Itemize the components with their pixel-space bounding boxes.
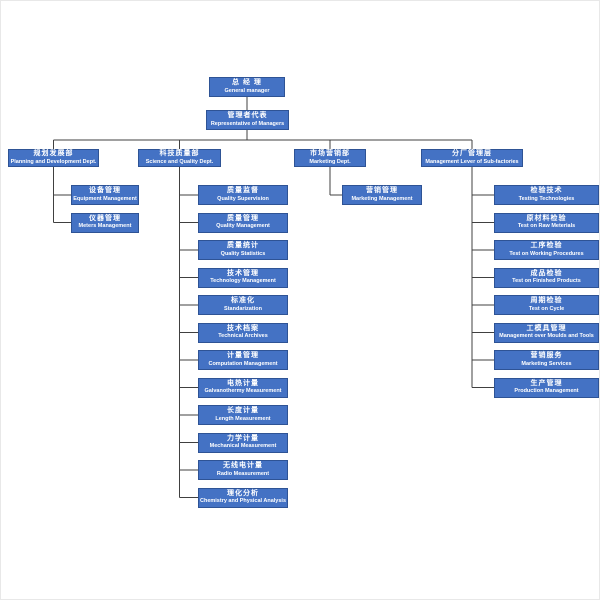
org-node-science-quality-child-4-label-zh: 标准化: [231, 297, 255, 305]
org-node-science-quality-child-6-label-zh: 计量管理: [227, 352, 259, 360]
org-node-dept-marketing-label-zh: 市场营销部: [310, 150, 350, 158]
org-node-sub-factories-child-1-label-en: Test on Raw Meterials: [517, 223, 576, 230]
org-node-dept-planning-label-en: Planning and Development Dept.: [10, 158, 97, 165]
org-node-sub-factories-child-7-label-zh: 生产管理: [530, 379, 563, 387]
org-node-science-quality-child-1-label-en: Quality Management: [216, 223, 270, 230]
org-node-science-quality-child-6-label-en: Computation Management: [208, 360, 278, 367]
org-node-science-quality-child-11-label-zh: 理化分析: [227, 489, 259, 497]
org-node-dept-planning-label-zh: 规划发展部: [33, 150, 74, 158]
org-node-science-quality-child-0-label-en: Quality Supervision: [217, 195, 269, 202]
org-node-planning-child-1-label-en: Meters Management: [78, 223, 132, 230]
org-node-sub-factories-child-4-label-en: Test on Cycle: [528, 305, 565, 312]
org-node-dept-sub-factories-label-zh: 分厂管理层: [452, 150, 492, 158]
org-node-sub-factories-child-1-label-zh: 原材料检验: [526, 214, 567, 222]
org-node-general-manager-label-en: General manager: [224, 87, 270, 94]
org-node-general-manager-label-zh: 总 经 理: [232, 79, 262, 87]
org-node-sub-factories-child-0-label-en: Testing Technologies: [518, 195, 575, 202]
org-node-science-quality-child-8-label-zh: 长度计量: [227, 407, 259, 415]
org-node-dept-sub-factories-label-en: Management Lever of Sub-factories: [425, 158, 519, 165]
org-node-sub-factories-child-5-label-zh: 工模具管理: [526, 324, 567, 332]
org-node-science-quality-child-9-label-zh: 力学计量: [227, 434, 259, 442]
org-node-science-quality-child-7-label-zh: 电热计量: [227, 379, 259, 387]
org-node-science-quality-child-3-label-zh: 技术管理: [227, 269, 259, 277]
org-node-sub-factories-child-6-label-zh: 营销服务: [530, 352, 563, 360]
org-node-marketing-child-0-label-zh: 营销管理: [366, 187, 398, 195]
org-node-science-quality-child-0-label-zh: 质量监督: [227, 187, 259, 195]
org-node-science-quality-child-3-label-en: Technology Management: [210, 278, 276, 285]
org-node-science-quality-child-1-label-zh: 质量管理: [227, 214, 259, 222]
org-node-science-quality-child-5-label-zh: 技术档案: [227, 324, 259, 332]
org-node-representative-label-en: Representative of Managers: [210, 120, 285, 127]
org-node-science-quality-child-4-label-en: Standarization: [224, 305, 262, 312]
org-node-sub-factories-child-7-label-en: Production Management: [514, 388, 579, 395]
org-node-planning-child-0-label-en: Equipment Management: [73, 195, 137, 202]
org-node-marketing-child-0-label-en: Marketing Management: [351, 195, 413, 202]
org-node-planning-child-1-label-zh: 仪器管理: [89, 214, 121, 222]
org-node-science-quality-child-2-label-en: Quality Statistics: [220, 250, 266, 257]
org-node-dept-science-quality-label-zh: 科技质量部: [159, 150, 200, 158]
org-node-sub-factories-child-5-label-en: Management over Moulds and Tools: [499, 333, 594, 340]
org-node-sub-factories-child-3-label-zh: 成品检验: [530, 269, 563, 277]
org-node-science-quality-child-10-label-zh: 无线电计量: [223, 462, 263, 470]
org-node-science-quality-child-11-label-en: Chemistry and Physical Analysis: [200, 498, 286, 505]
org-node-sub-factories-child-4-label-zh: 周期检验: [530, 297, 563, 305]
org-node-sub-factories-child-0-label-zh: 检验技术: [530, 187, 563, 195]
org-node-representative-label-zh: 管理者代表: [227, 112, 268, 120]
org-node-dept-science-quality-label-en: Science and Quality Dept.: [145, 158, 214, 165]
org-node-planning-child-0-label-zh: 设备管理: [89, 187, 121, 195]
org-node-science-quality-child-5-label-en: Technical Archives: [218, 333, 268, 340]
org-node-sub-factories-child-2-label-en: Test on Working Procedures: [509, 250, 584, 257]
org-node-sub-factories-child-6-label-en: Marketing Services: [521, 360, 572, 367]
org-node-science-quality-child-2-label-zh: 质量统计: [227, 242, 259, 250]
org-node-science-quality-child-8-label-en: Length Measurement: [215, 415, 271, 422]
org-node-sub-factories-child-2-label-zh: 工序检验: [530, 242, 563, 250]
org-node-science-quality-child-7-label-en: Galvanothermy Measurement: [204, 388, 282, 395]
org-node-dept-marketing-label-en: Marketing Dept.: [309, 158, 351, 165]
org-node-science-quality-child-9-label-en: Mechanical Measurement: [209, 443, 277, 450]
org-node-sub-factories-child-3-label-en: Test on Finished Products: [512, 278, 581, 285]
org-node-science-quality-child-10-label-en: Radio Measurement: [216, 470, 270, 477]
